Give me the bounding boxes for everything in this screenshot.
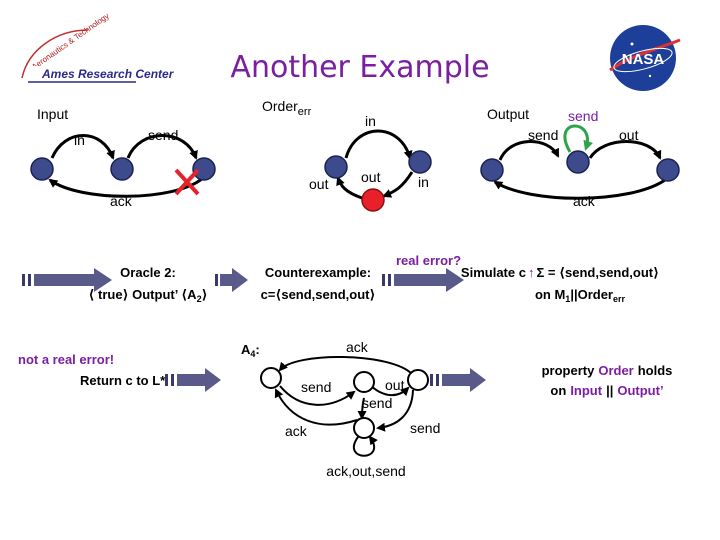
flow-arrow-2 (215, 268, 248, 292)
a4-name: A4: (241, 342, 260, 359)
order-label-out-mid: out (361, 169, 381, 185)
ames-arc-text: Aeronautics & Technology (30, 11, 111, 71)
oracle-title: Oracle 2: (120, 265, 176, 280)
a4-label-out: out (385, 377, 405, 393)
order-edge-in (344, 129, 413, 160)
a4-edge-ack (274, 388, 358, 426)
flow-arrow-5 (430, 368, 486, 392)
a4-label-send-mid: send (362, 395, 392, 411)
order-name: Ordererr (262, 98, 312, 118)
return-to-lstar: Return c to L* (80, 373, 166, 388)
input-label-in: in (74, 132, 85, 148)
counterexample-trace: c=⟨send,send,out⟩ (261, 287, 376, 302)
order-state-1 (408, 150, 432, 174)
a4-edge-self-loop (352, 435, 378, 457)
output-state-1 (566, 150, 590, 174)
a4-state-2 (407, 369, 429, 391)
output-edge-send-loop (563, 124, 593, 153)
input-name: Input (37, 106, 68, 122)
order-label-in-right: in (418, 174, 429, 190)
oracle-query: ⟨ true⟩ Output’ ⟨A2⟩ (88, 287, 207, 304)
nasa-logo: NASA (609, 25, 681, 91)
flow-arrow-1 (22, 268, 112, 292)
simulate-line-2: on M1||Ordererr (535, 287, 626, 304)
a4-automaton: A4: ack send out send ack send ack,out,s… (241, 339, 440, 479)
output-state-2 (656, 158, 680, 182)
a4-label-send-right: send (410, 420, 440, 436)
output-label-send: send (528, 127, 558, 143)
output-name: Output (487, 106, 529, 122)
nasa-logo-text: NASA (622, 51, 665, 68)
order-edge-out (336, 176, 363, 200)
input-state-1 (110, 157, 134, 181)
a4-edge-send (279, 385, 356, 406)
output-edge-ack (493, 178, 666, 200)
order-automaton: Ordererr in out out in (262, 98, 432, 212)
a4-state-0 (260, 367, 282, 389)
real-error-question: real error? (396, 253, 461, 268)
a4-edge-send-right (376, 389, 414, 432)
a4-edge-send-mid (357, 397, 367, 420)
a4-label-send-left: send (301, 379, 331, 395)
output-state-0 (480, 158, 504, 182)
order-edge-in-error (382, 171, 414, 198)
input-state-2 (192, 157, 216, 181)
flow-arrow-3 (382, 268, 464, 292)
counterexample-title: Counterexample: (265, 265, 371, 280)
order-label-in-top: in (365, 113, 376, 129)
output-edge-out (588, 140, 662, 160)
a4-state-3 (353, 417, 375, 439)
order-state-0 (324, 155, 348, 179)
output-automaton: Output send send out ack (480, 106, 680, 209)
output-edge-send (498, 140, 560, 161)
a4-label-ack-left: ack (285, 423, 308, 439)
page-title: Another Example (230, 50, 489, 85)
flow-arrow-4 (165, 368, 221, 392)
order-error-state (361, 188, 385, 212)
a4-label-self-loop: ack,out,send (326, 463, 405, 479)
a4-edge-out (369, 384, 410, 397)
simulate-line-1: Simulate c↑Σ = ⟨send,send,out⟩ (461, 265, 659, 280)
ames-logo-text: Ames Research Center (41, 67, 175, 81)
a4-state-1 (353, 371, 375, 393)
a4-edge-ack-top (278, 355, 413, 375)
output-label-out: out (619, 127, 639, 143)
input-state-0 (30, 157, 54, 181)
a4-label-ack-top: ack (346, 339, 369, 355)
input-edge-send (126, 134, 198, 160)
input-edge-in (50, 134, 115, 160)
ames-logo: Aeronautics & Technology Ames Research C… (21, 11, 175, 83)
output-label-ack: ack (573, 193, 596, 209)
input-automaton: Input in send ack (30, 106, 216, 209)
not-real-error: not a real error! (18, 352, 114, 367)
close-icon (174, 168, 200, 196)
order-label-out-left: out (309, 176, 329, 192)
output-label-send-top: send (568, 108, 598, 124)
